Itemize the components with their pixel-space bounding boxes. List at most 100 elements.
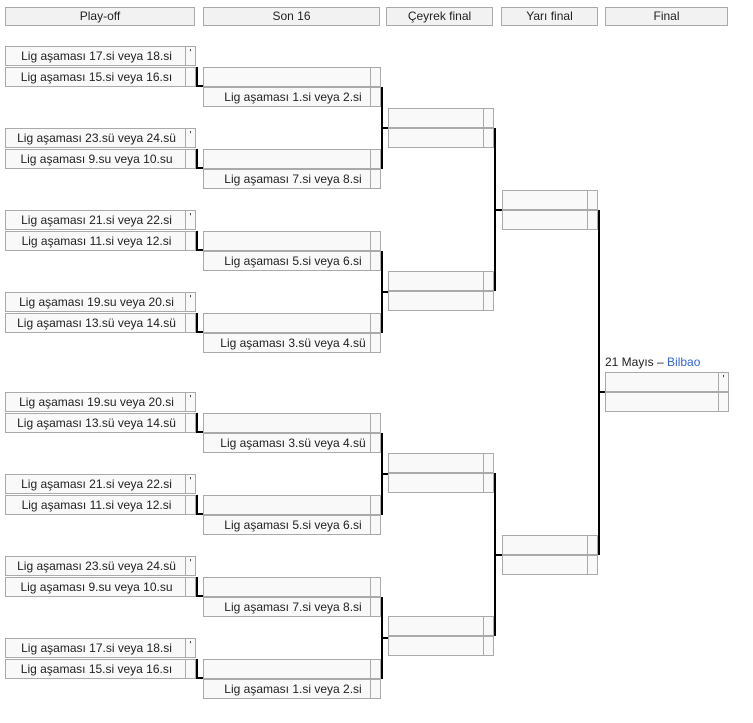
final-date: 21 Mayıs – (605, 355, 668, 369)
bracket-connector (196, 149, 198, 169)
bracket-connector (196, 513, 204, 515)
bracket-connector (196, 431, 204, 433)
score-cell (370, 434, 380, 452)
r16-team-top (203, 577, 381, 597)
score-cell: ' (185, 557, 195, 575)
bracket-connector (381, 473, 388, 475)
score-cell (370, 680, 380, 698)
bracket-connector (494, 554, 502, 556)
team-name: Lig aşaması 13.sü veya 14.sü (17, 416, 176, 430)
final-match-info: 21 Mayıs – Bilbao (605, 355, 700, 369)
team-name: Lig aşaması 7.si veya 8.si (224, 172, 362, 186)
team-name: Lig aşaması 1.si veya 2.si (224, 90, 362, 104)
score-cell (370, 88, 380, 106)
playoff-team-top: Lig aşaması 17.si veya 18.si ' (5, 638, 196, 658)
qf-team-bottom (388, 128, 494, 148)
score-cell (483, 109, 493, 127)
round-header-1: Play-off (5, 7, 195, 26)
qf-team-top (388, 271, 494, 291)
round-header-5: Final (605, 7, 728, 26)
score-cell: ' (185, 47, 195, 65)
score-cell (370, 150, 380, 168)
score-cell (483, 292, 493, 310)
score-cell (587, 191, 597, 209)
bracket-connector (196, 413, 198, 433)
team-name: Lig aşaması 17.si veya 18.si (21, 49, 172, 63)
score-cell (483, 272, 493, 290)
r16-team-top (203, 313, 381, 333)
bracket-connector (381, 637, 388, 639)
score-cell (483, 454, 493, 472)
bracket-connector (196, 595, 204, 597)
score-cell (483, 637, 493, 655)
team-name: Lig aşaması 21.si veya 22.si (21, 477, 172, 491)
bracket-connector (494, 209, 502, 211)
playoff-team-top: Lig aşaması 17.si veya 18.si ' (5, 46, 196, 66)
score-cell (185, 232, 195, 250)
bracket-connector (196, 577, 198, 597)
team-name: Lig aşaması 5.si veya 6.si (224, 518, 362, 532)
team-name: Lig aşaması 23.sü veya 24.sü (17, 131, 176, 145)
playoff-team-bottom: Lig aşaması 15.si veya 16.sı (5, 67, 196, 87)
r16-team-top (203, 413, 381, 433)
playoff-team-bottom: Lig aşaması 13.sü veya 14.sü (5, 413, 196, 433)
score-cell (370, 334, 380, 352)
score-cell (370, 68, 380, 86)
team-name: Lig aşaması 3.sü veya 4.sü (220, 436, 366, 450)
qf-team-bottom (388, 636, 494, 656)
r16-team-bottom: Lig aşaması 7.si veya 8.si (203, 597, 381, 617)
team-name: Lig aşaması 17.si veya 18.si (21, 641, 172, 655)
score-cell: ' (185, 639, 195, 657)
score-cell (370, 578, 380, 596)
team-name: Lig aşaması 9.su veya 10.su (20, 580, 173, 594)
score-cell (185, 314, 195, 332)
playoff-team-bottom: Lig aşaması 13.sü veya 14.sü (5, 313, 196, 333)
score-cell (370, 232, 380, 250)
final-team-top: ' (605, 372, 729, 392)
qf-team-top (388, 453, 494, 473)
score-cell (185, 578, 195, 596)
team-name: Lig aşaması 23.sü veya 24.sü (17, 559, 176, 573)
team-name: Lig aşaması 1.si veya 2.si (224, 682, 362, 696)
team-name: Lig aşaması 9.su veya 10.su (20, 152, 173, 166)
team-name: Lig aşaması 19.su veya 20.si (19, 395, 174, 409)
score-cell: ' (185, 393, 195, 411)
playoff-team-top: Lig aşaması 19.su veya 20.si ' (5, 392, 196, 412)
team-name: Lig aşaması 15.si veya 16.sı (20, 70, 173, 84)
bracket-connector (381, 127, 388, 129)
score-cell: ' (185, 475, 195, 493)
score-cell (185, 414, 195, 432)
team-name: Lig aşaması 11.si veya 12.si (21, 234, 172, 248)
score-cell (483, 474, 493, 492)
playoff-team-top: Lig aşaması 23.sü veya 24.sü ' (5, 556, 196, 576)
score-cell (370, 314, 380, 332)
playoff-team-bottom: Lig aşaması 9.su veya 10.su (5, 577, 196, 597)
team-name: Lig aşaması 13.sü veya 14.sü (17, 316, 176, 330)
playoff-team-bottom: Lig aşaması 9.su veya 10.su (5, 149, 196, 169)
bracket-connector (196, 67, 198, 87)
r16-team-bottom: Lig aşaması 5.si veya 6.si (203, 515, 381, 535)
score-cell (185, 68, 195, 86)
score-cell: ' (185, 293, 195, 311)
r16-team-bottom: Lig aşaması 1.si veya 2.si (203, 679, 381, 699)
r16-team-bottom: Lig aşaması 1.si veya 2.si (203, 87, 381, 107)
score-cell (185, 660, 195, 678)
r16-team-bottom: Lig aşaması 7.si veya 8.si (203, 169, 381, 189)
score-cell (370, 516, 380, 534)
bracket-connector (598, 210, 600, 555)
qf-team-top (388, 616, 494, 636)
qf-team-bottom (388, 291, 494, 311)
score-cell (718, 393, 728, 411)
score-cell (370, 252, 380, 270)
qf-team-bottom (388, 473, 494, 493)
team-name: Lig aşaması 7.si veya 8.si (224, 600, 362, 614)
final-venue-link[interactable]: Bilbao (667, 355, 701, 369)
sf-team-bottom (502, 210, 598, 230)
score-cell (370, 598, 380, 616)
r16-team-top (203, 231, 381, 251)
score-cell (587, 211, 597, 229)
bracket-connector (598, 391, 605, 393)
bracket-connector (196, 313, 198, 333)
round-header-3: Çeyrek final (386, 7, 493, 26)
r16-team-top (203, 149, 381, 169)
